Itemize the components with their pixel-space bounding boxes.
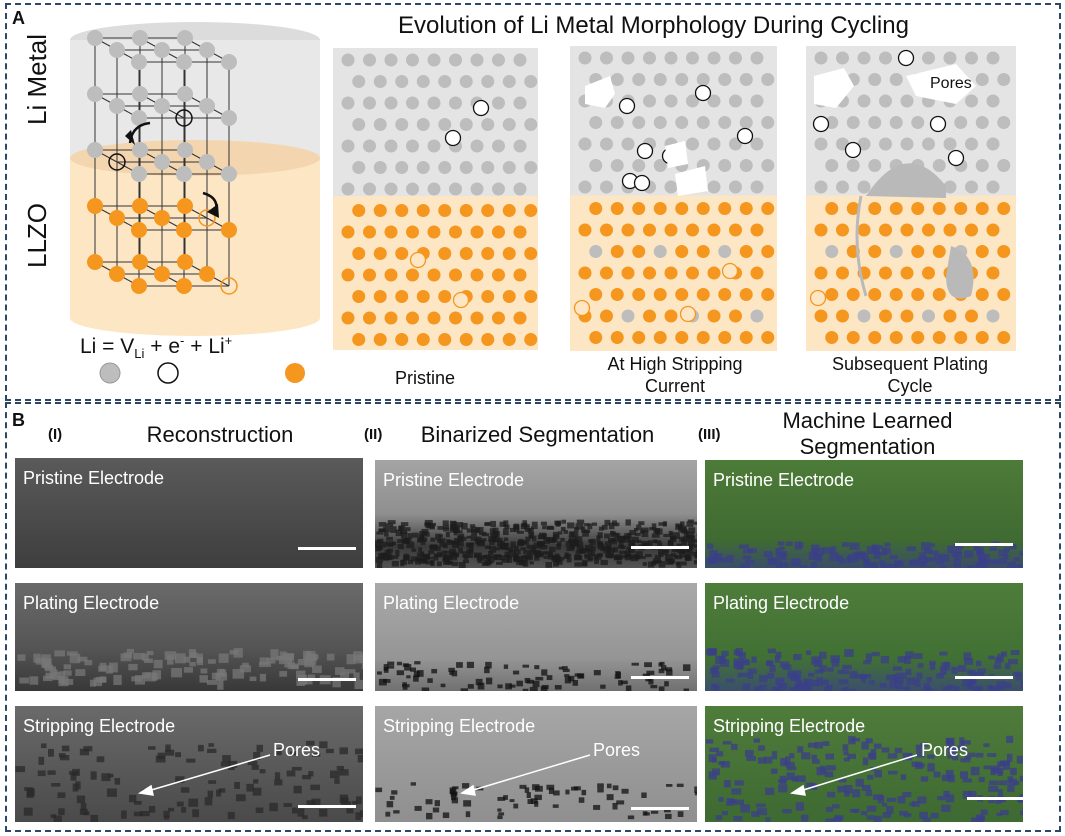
image-label: Pristine Electrode	[713, 470, 855, 490]
image-label: Plating Electrode	[383, 593, 520, 613]
scale-bar	[298, 678, 356, 681]
legend-li-atom	[99, 362, 121, 384]
col2-heading: Binarized Segmentation	[420, 422, 655, 447]
caption-plating: Subsequent Plating Cycle	[831, 354, 989, 396]
llzo-label: LLZO	[22, 202, 52, 268]
equation-rhs2: + Li	[184, 335, 225, 358]
equation-sup2: +	[224, 333, 233, 348]
scale-bar	[631, 546, 689, 549]
pores-label: Pores	[273, 740, 321, 760]
image-binarized-pristine: Pristine Electrode	[375, 460, 697, 568]
scale-bar	[298, 547, 356, 550]
image-label: Stripping Electrode	[23, 716, 176, 736]
image-label: Stripping Electrode	[713, 716, 866, 736]
col1-num: (I)	[48, 426, 63, 443]
panel-b	[5, 402, 1061, 832]
col1-heading: Reconstruction	[146, 422, 294, 447]
scale-bar	[955, 676, 1013, 679]
image-ml-plating: Plating Electrode	[705, 583, 1023, 691]
image-label: Pristine Electrode	[23, 468, 165, 488]
scale-bar	[967, 797, 1023, 800]
col2-num: (II)	[364, 426, 383, 443]
scale-bar	[955, 543, 1013, 546]
equation-sup1: -	[180, 333, 185, 348]
image-ml-pristine: Pristine Electrode	[705, 460, 1023, 568]
caption-pristine: Pristine	[394, 368, 456, 388]
panel-a-letter: A	[12, 8, 25, 28]
caption-stripping: At High Stripping Current	[607, 354, 743, 396]
image-binarized-plating: Plating Electrode	[375, 583, 697, 691]
pores-label-a: Pores	[930, 75, 972, 92]
image-label: Plating Electrode	[23, 593, 160, 613]
panel-a-title: Evolution of Li Metal Morphology During …	[398, 12, 909, 39]
morphology-stripping	[570, 46, 777, 351]
image-label: Stripping Electrode	[383, 716, 536, 736]
panel-a	[5, 3, 1061, 401]
equation-sub: Li	[134, 346, 145, 362]
scale-bar	[298, 805, 356, 808]
morphology-plating	[806, 46, 1016, 351]
legend-symbols	[99, 362, 305, 384]
li-metal-label: Li Metal	[22, 33, 52, 125]
morphology-pristine	[333, 48, 538, 350]
image-label: Pristine Electrode	[383, 470, 525, 490]
scale-bar	[631, 807, 689, 810]
col3-num: (III)	[698, 426, 721, 443]
pores-label: Pores	[593, 740, 641, 760]
equation-lhs: Li = V	[80, 335, 135, 358]
image-reconstruction-plating: Plating Electrode	[15, 583, 363, 691]
equation: Li = VLi + e- + Li+	[80, 333, 232, 361]
scale-bar	[631, 676, 689, 679]
panel-b-letter: B	[12, 410, 25, 430]
image-reconstruction-pristine: Pristine Electrode	[15, 458, 363, 568]
legend-vacancy	[157, 362, 179, 384]
equation-rhs1: + e	[144, 335, 181, 358]
pores-label: Pores	[921, 740, 969, 760]
crystal-lattice-illustration	[70, 22, 320, 336]
legend-li-ion	[285, 363, 305, 383]
image-label: Plating Electrode	[713, 593, 850, 613]
col3-heading: Machine Learned Segmentation	[782, 408, 953, 459]
